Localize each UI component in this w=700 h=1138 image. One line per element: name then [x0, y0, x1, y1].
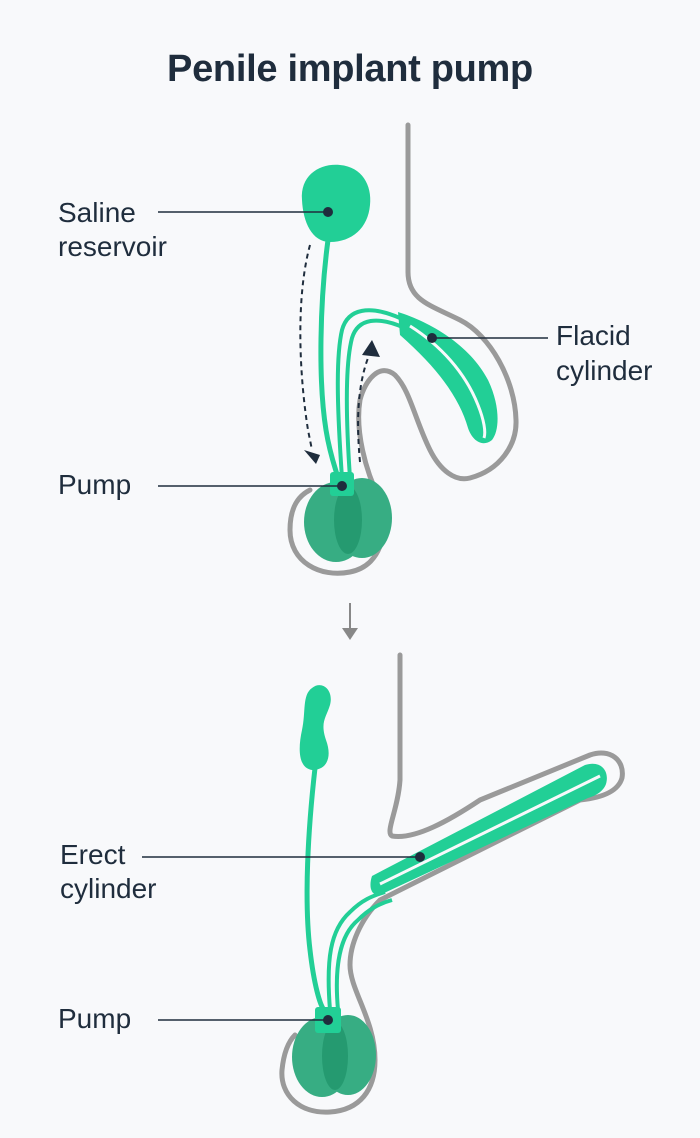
saline-reservoir: [301, 164, 371, 242]
reservoir-dot: [323, 207, 333, 217]
diagram-title: Penile implant pump: [167, 48, 533, 90]
erect-dot: [415, 852, 425, 862]
pump-dot-top: [337, 481, 347, 491]
label-pump-bottom: Pump: [58, 1003, 131, 1034]
pump-dot-bottom: [323, 1015, 333, 1025]
body-outline-erect: [279, 652, 625, 1115]
flacid-cylinder-shape: [398, 312, 498, 444]
flow-arrow-down-head: [304, 450, 320, 464]
flow-arrow-up-head: [362, 340, 380, 357]
reservoir-tube: [318, 239, 341, 479]
erect-illustration: [279, 652, 625, 1115]
label-flacid: Flacid: [556, 320, 631, 351]
label-saline: Saline: [58, 197, 136, 228]
cylinder-tube-2: [344, 318, 406, 479]
top-leaders: [158, 207, 548, 491]
flacid-illustration: [287, 122, 519, 576]
cylinder-tube-1: [335, 308, 401, 479]
flow-arrow-up: [357, 357, 369, 463]
reservoir-tube-erect: [304, 767, 327, 1012]
transition-arrow: [342, 603, 358, 640]
label-flacid-cylinder: cylinder: [556, 355, 652, 386]
label-erect: Erect: [60, 839, 126, 870]
erect-cylinder-gap: [379, 774, 601, 886]
label-erect-cylinder: cylinder: [60, 873, 156, 904]
flow-arrow-down: [299, 244, 313, 451]
cylinder-tube-erect-1: [326, 890, 386, 1011]
testis-overlap-flacid: [334, 486, 362, 554]
reservoir-deflated: [299, 685, 331, 770]
label-pump-top: Pump: [58, 469, 131, 500]
cylinder-tube-erect-2: [334, 898, 393, 1011]
flacid-dot: [427, 333, 437, 343]
body-outline-flacid: [287, 122, 519, 576]
bottom-leaders: [142, 852, 425, 1025]
label-reservoir: reservoir: [58, 231, 167, 262]
testis-overlap-erect: [322, 1022, 348, 1090]
